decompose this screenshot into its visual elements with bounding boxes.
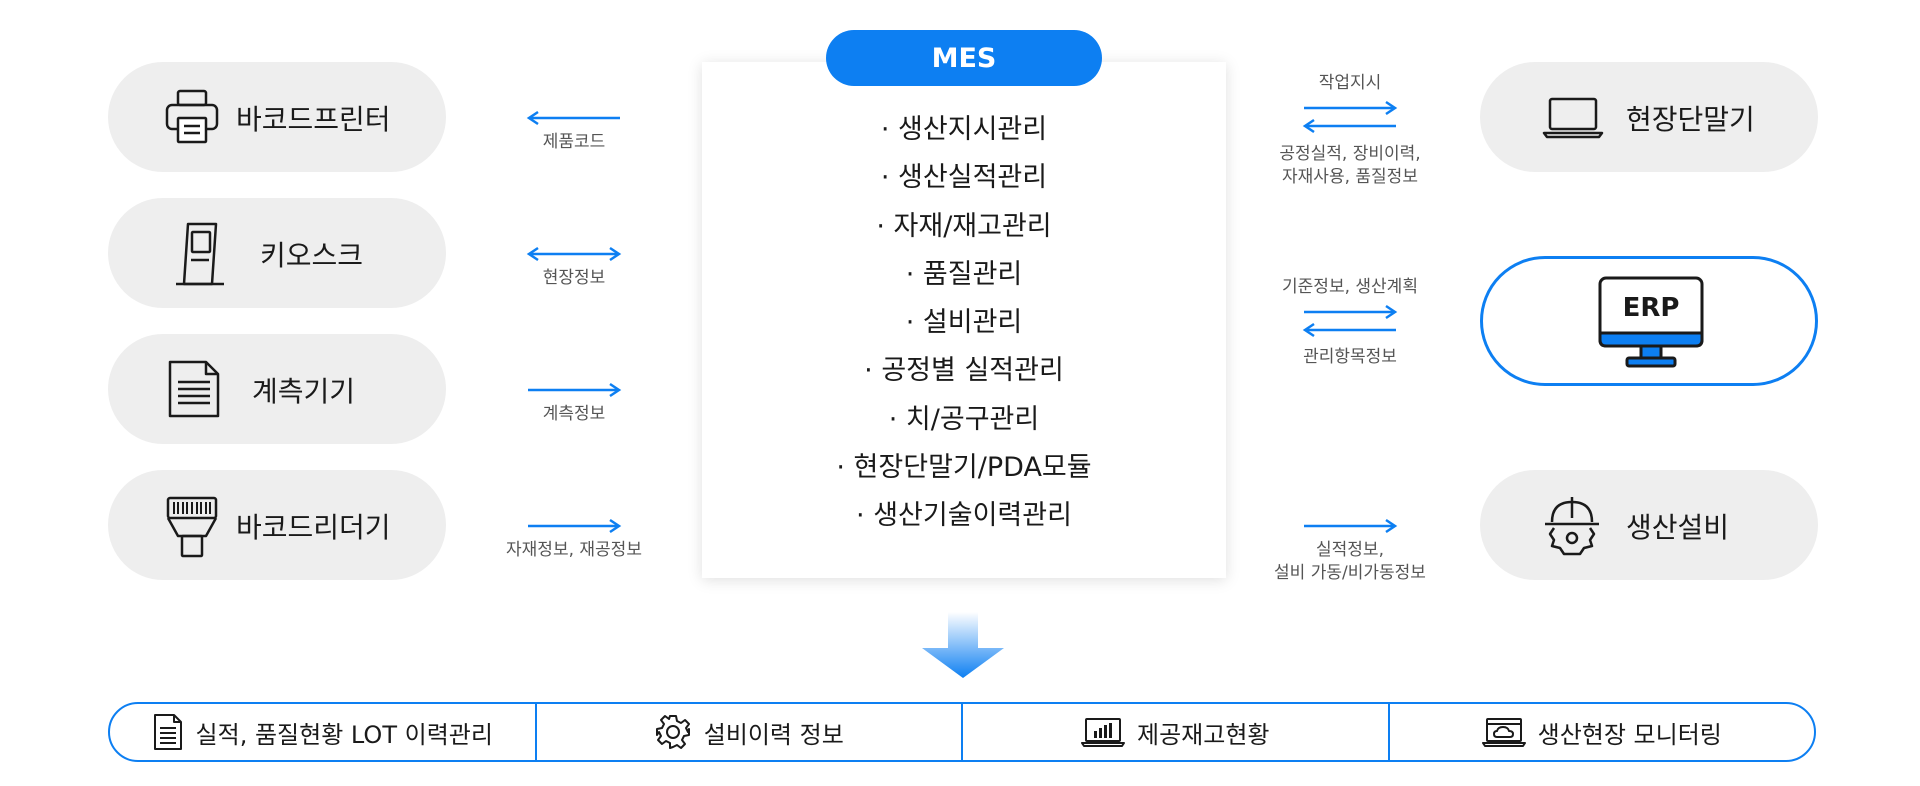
cloud-laptop-icon xyxy=(1481,718,1526,747)
device-label: 생산설비 xyxy=(1626,511,1730,544)
feature-bar: 실적, 품질현황 LOT 이력관리 설비이력 정보 제공재고현황 xyxy=(108,702,1816,762)
mes-item: · 현장단말기/PDA모듈 xyxy=(836,452,1092,484)
mes-item: · 생산지시관리 xyxy=(880,114,1048,145)
arrow-exchange xyxy=(1302,304,1398,338)
document-icon xyxy=(153,714,182,750)
caption-product-code: 제품코드 xyxy=(542,132,606,152)
caption-work-order: 작업지시 xyxy=(1318,73,1382,93)
device-barcode-reader: 바코드리더기 xyxy=(108,470,446,580)
mes-function-list: · 생산지시관리 · 생산실적관리 · 자재/재고관리 · 품질관리 · 설비관… xyxy=(702,106,1226,541)
arrow-left xyxy=(526,110,620,126)
mes-item: · 치/공구관리 xyxy=(888,403,1040,435)
feature-label: 제공재고현황 xyxy=(1137,720,1270,749)
arrow-right xyxy=(528,518,622,534)
gear-icon xyxy=(655,715,690,749)
device-label: 현장단말기 xyxy=(1626,103,1755,136)
arrow-right xyxy=(528,382,622,398)
hardhat-gear-icon xyxy=(1545,497,1599,556)
feature-site-monitoring: 생산현장 모니터링 xyxy=(1387,704,1815,760)
device-field-terminal: 현장단말기 xyxy=(1480,62,1818,172)
mes-item: · 공정별 실적관리 xyxy=(864,355,1064,387)
device-production-equipment: 생산설비 xyxy=(1480,470,1818,580)
printer-icon xyxy=(165,89,219,144)
device-kiosk: 키오스크 xyxy=(108,198,446,308)
caption-standard-info: 기준정보, 생산계획 xyxy=(1282,277,1418,297)
document-icon xyxy=(168,360,220,418)
laptop-icon xyxy=(1542,97,1604,139)
feature-wip-status: 제공재고현황 xyxy=(961,704,1388,760)
caption-process-results: 공정실적, 장비이력, 자재사용, 품질정보 xyxy=(1279,144,1421,187)
mes-title: MES xyxy=(826,30,1102,86)
arrow-exchange xyxy=(1302,100,1398,134)
feature-label: 설비이력 정보 xyxy=(703,720,844,749)
caption-management-info: 관리항목정보 xyxy=(1303,347,1397,367)
feature-label: 실적, 품질현황 LOT 이력관리 xyxy=(195,720,493,749)
caption-site-info: 현장정보 xyxy=(542,268,606,288)
mes-panel xyxy=(702,62,1226,578)
feature-lot-history: 실적, 품질현황 LOT 이력관리 xyxy=(110,704,535,760)
feature-label: 생산현장 모니터링 xyxy=(1537,720,1722,749)
mes-item: · 생산기술이력관리 xyxy=(856,500,1072,532)
device-label: 바코드리더기 xyxy=(236,511,391,544)
barcode-reader-icon xyxy=(166,496,218,558)
system-erp: ERP xyxy=(1480,256,1818,386)
caption-material-info: 자재정보, 재공정보 xyxy=(506,540,642,560)
erp-label: ERP xyxy=(1622,293,1680,323)
feature-equipment-history: 설비이력 정보 xyxy=(534,704,962,760)
arrow-both xyxy=(526,246,622,262)
device-label: 바코드프린터 xyxy=(236,103,391,136)
mes-item: · 설비관리 xyxy=(905,307,1023,339)
mes-item: · 생산실적관리 xyxy=(880,162,1048,194)
kiosk-icon xyxy=(176,222,224,286)
device-label: 계측기기 xyxy=(252,375,356,408)
mes-item: · 품질관리 xyxy=(905,258,1023,290)
monitor-icon xyxy=(1598,276,1704,368)
mes-item: · 자재/재고관리 xyxy=(876,210,1052,242)
down-arrow-icon xyxy=(922,612,1004,678)
caption-measure-info: 계측정보 xyxy=(542,404,606,424)
chart-laptop-icon xyxy=(1081,718,1125,747)
caption-performance-info: 실적정보, 설비 가동/비가동정보 xyxy=(1274,540,1426,583)
arrow-right xyxy=(1304,518,1398,534)
device-label: 키오스크 xyxy=(260,239,364,272)
device-barcode-printer: 바코드프린터 xyxy=(108,62,446,172)
device-measuring: 계측기기 xyxy=(108,334,446,444)
